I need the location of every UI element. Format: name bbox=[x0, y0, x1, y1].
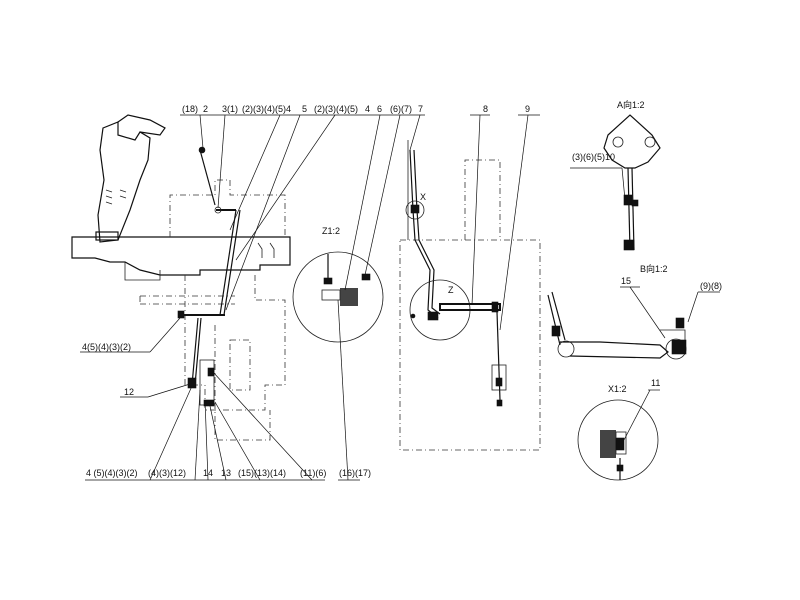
bottom-ref-3: 14 bbox=[203, 468, 213, 478]
seat-assembly bbox=[95, 114, 166, 243]
bottom-ref-6: (11)(6) bbox=[300, 468, 326, 478]
marker-z: Z bbox=[448, 285, 454, 295]
bottom-ref-2: (4)(3)(12) bbox=[148, 468, 186, 478]
text-labels: (18) 2 3(1) (2)(3)(4)(5)4 5 (2)(3)(4)(5)… bbox=[82, 99, 722, 478]
view-a-ref: (3)(6)(5)10 bbox=[572, 152, 615, 162]
label-6: 6 bbox=[377, 104, 382, 114]
label-4: 4 bbox=[365, 104, 370, 114]
view-a-title: A向1:2 bbox=[617, 99, 645, 110]
main-frame bbox=[71, 179, 291, 441]
view-a bbox=[603, 114, 661, 251]
view-b bbox=[547, 291, 687, 360]
label-6-7: (6)(7) bbox=[390, 104, 412, 114]
bottom-ref-1: 4 (5)(4)(3)(2) bbox=[86, 468, 138, 478]
label-18: (18) bbox=[182, 104, 198, 114]
bottom-ref-4: 13 bbox=[221, 468, 231, 478]
view-z-title: Z1:2 bbox=[322, 226, 340, 236]
marker-x: X bbox=[420, 192, 426, 202]
label-9: 9 bbox=[525, 104, 530, 114]
label-2: 2 bbox=[203, 104, 208, 114]
view-b-title: B向1:2 bbox=[640, 263, 668, 274]
label-3-1: 3(1) bbox=[222, 104, 238, 114]
leader-lines bbox=[80, 114, 720, 481]
view-b-ref-9-8: (9)(8) bbox=[700, 281, 722, 291]
label-8: 8 bbox=[483, 104, 488, 114]
label-5: 5 bbox=[302, 104, 307, 114]
detail-x bbox=[577, 399, 659, 481]
label-2345: (2)(3)(4)(5) bbox=[314, 104, 358, 114]
middle-structure bbox=[399, 140, 541, 451]
view-x-ref: 11 bbox=[651, 378, 660, 388]
view-b-ref-15: 15 bbox=[621, 276, 631, 286]
label-7: 7 bbox=[418, 104, 423, 114]
linkage-left bbox=[177, 146, 241, 407]
bottom-ref-7: (16)(17) bbox=[339, 468, 371, 478]
bottom-ref-5: (15)(13)(14) bbox=[238, 468, 286, 478]
view-x-title: X1:2 bbox=[608, 384, 627, 394]
left-ref-2: 12 bbox=[124, 387, 134, 397]
detail-z bbox=[292, 251, 384, 343]
left-ref-1: 4(5)(4)(3)(2) bbox=[82, 342, 131, 352]
label-2345-4: (2)(3)(4)(5)4 bbox=[242, 104, 291, 114]
